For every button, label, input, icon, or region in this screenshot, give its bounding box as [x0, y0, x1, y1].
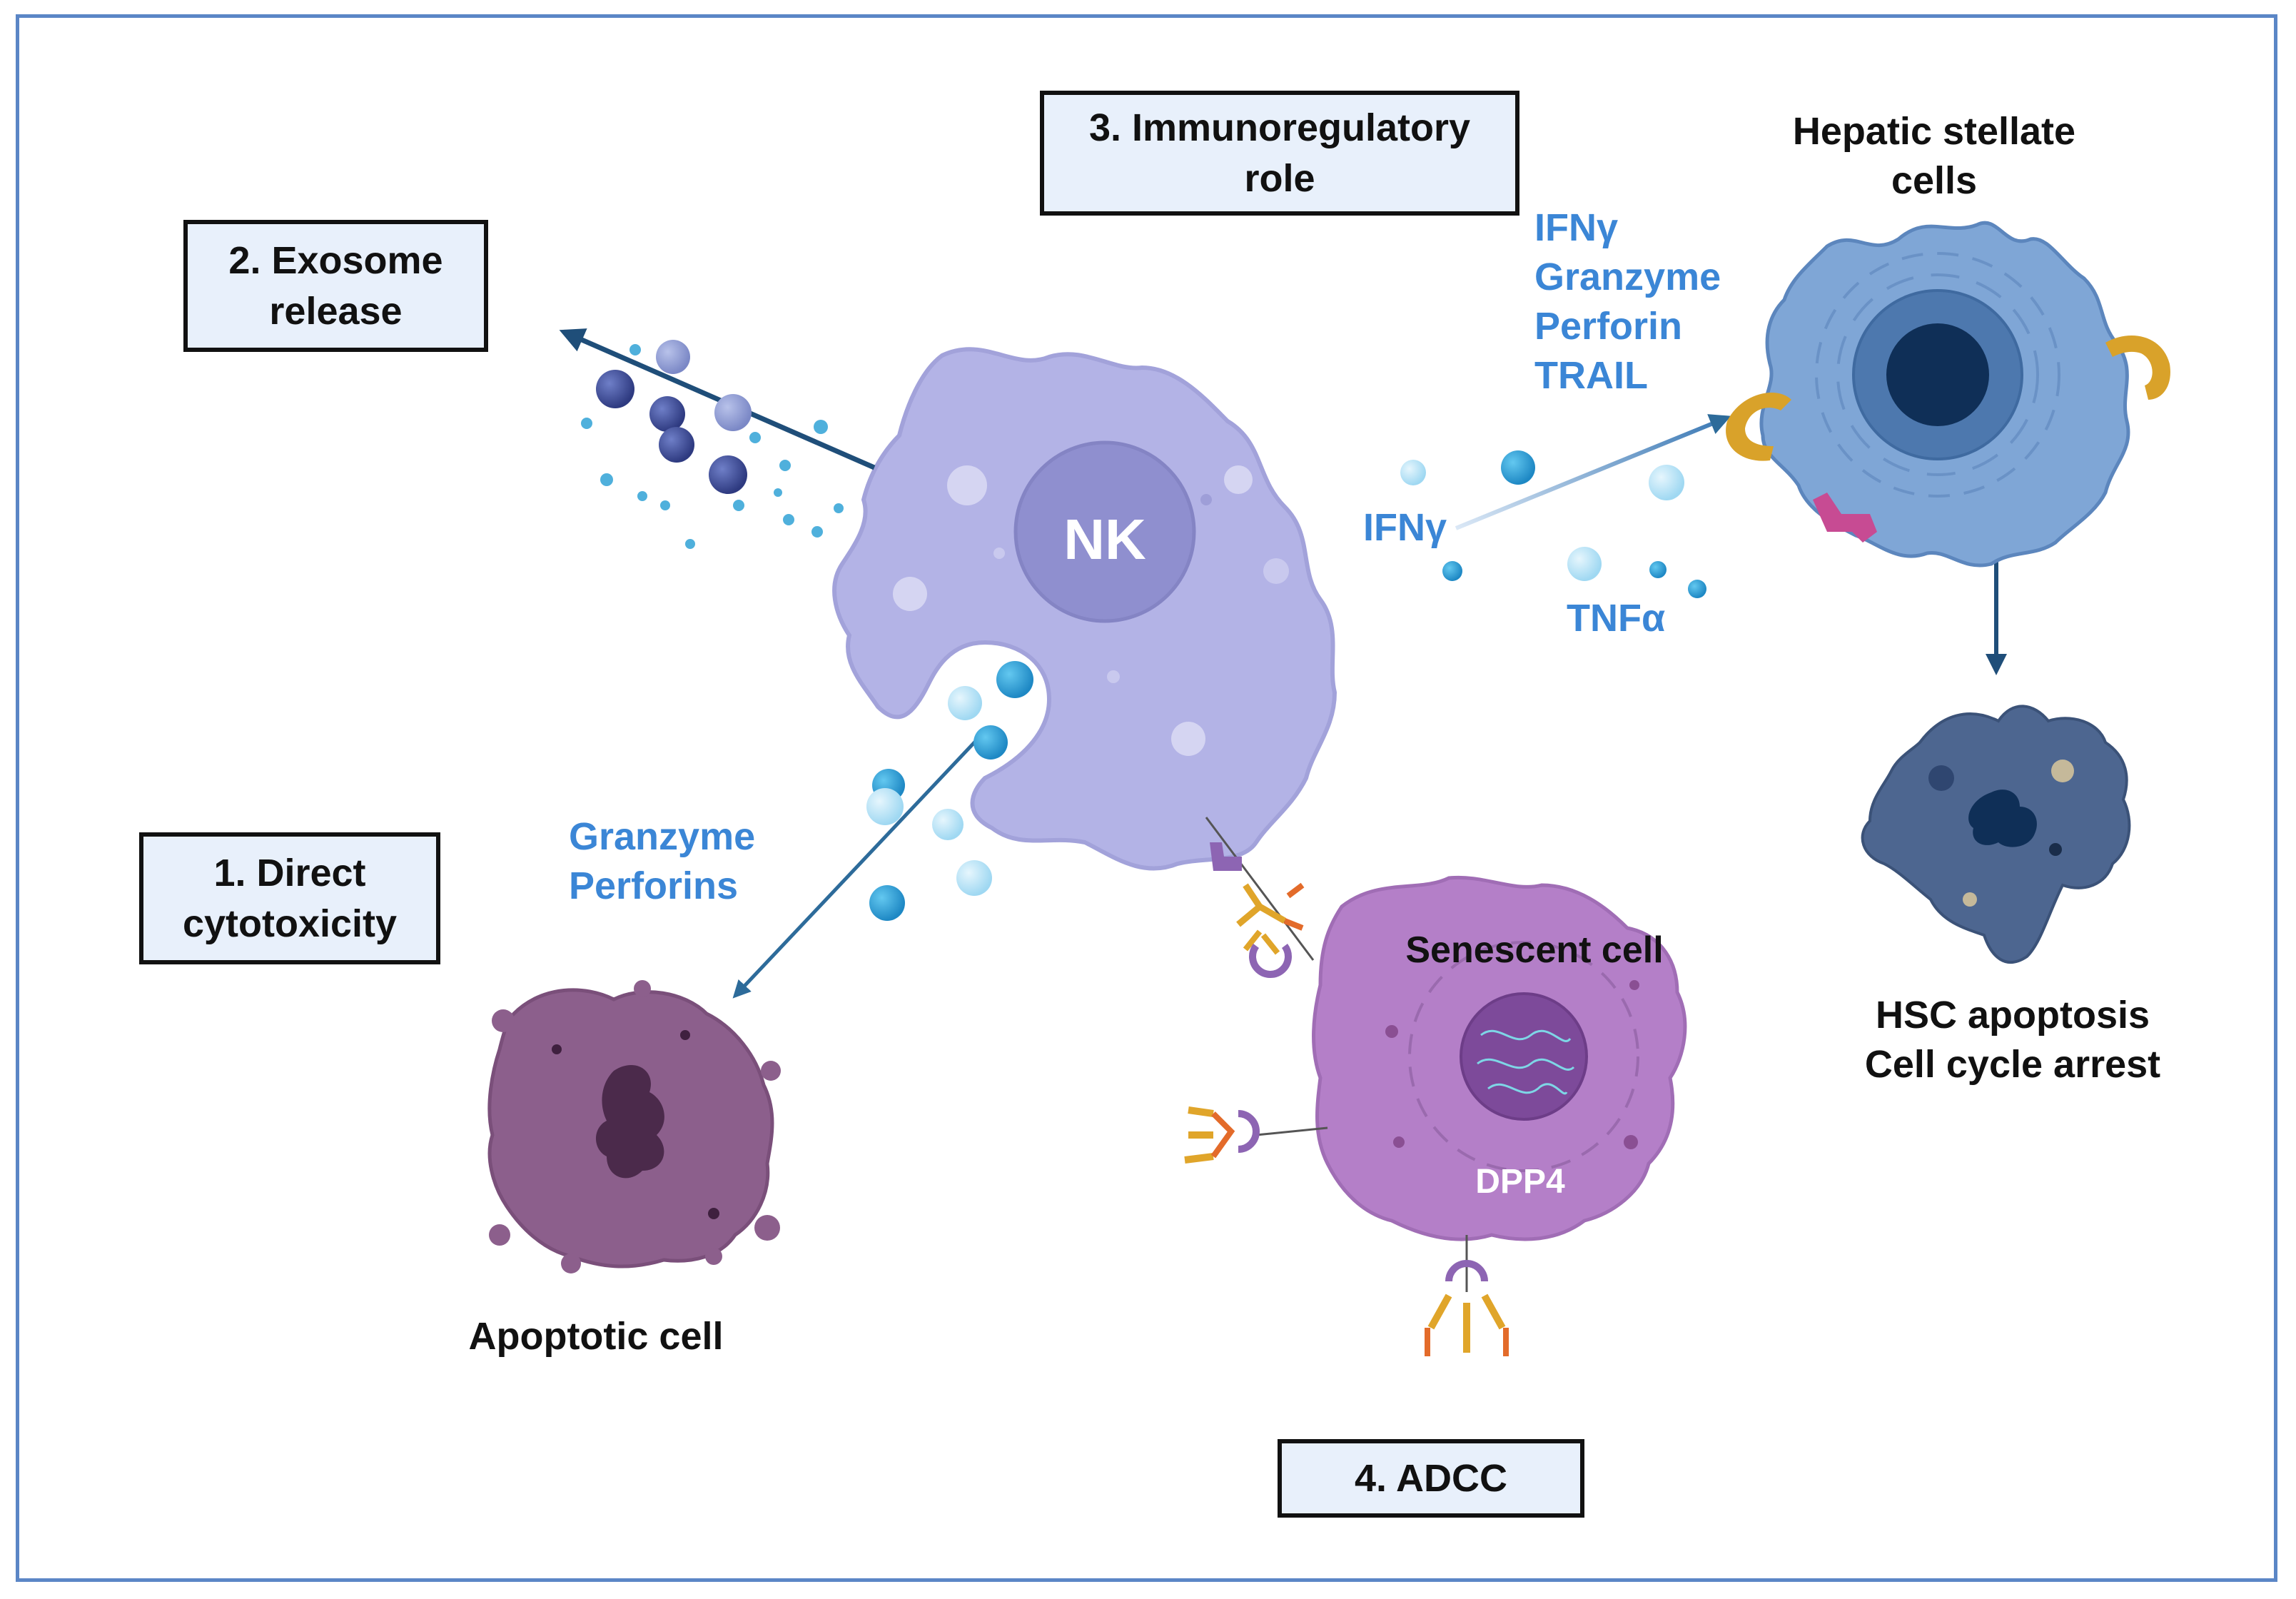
label-adcc: 4. ADCC	[1278, 1439, 1584, 1518]
antibody-links	[1184, 817, 1509, 1356]
hepatic-stellate-label: Hepatic stellate cells	[1792, 110, 2076, 203]
hepatic-stellate-cell	[1726, 221, 2170, 568]
granule-particles	[866, 661, 1033, 921]
label-direct-cytotoxicity: 1. Direct cytotoxicity	[139, 832, 440, 964]
ifng-label: IFNγ	[1363, 506, 1447, 549]
dpp4-label: DPP4	[1475, 1163, 1565, 1201]
senescent-cell-label: Senescent cell	[1405, 929, 1664, 971]
label-immunoregulatory-role: 3. Immunoregulatory role	[1040, 91, 1519, 216]
apoptotic-cell	[487, 980, 781, 1273]
cytokine-particles	[1400, 450, 1706, 598]
hsc-outcome-label: HSC apoptosis Cell cycle arrest	[1864, 994, 2161, 1086]
nk-label: NK	[1063, 508, 1146, 571]
label-exosome-release: 2. Exosome release	[183, 220, 488, 352]
tnfa-label: TNFα	[1567, 597, 1666, 640]
nk-cell	[832, 347, 1337, 871]
figure-frame	[16, 14, 2277, 1582]
granzyme-perforins-label: Granzyme Perforins	[569, 815, 756, 908]
hsc-factors-label: IFNγ Granzyme Perforin TRAIL	[1534, 206, 1721, 398]
exosome-particles	[581, 340, 844, 549]
senescent-cell	[1312, 875, 1687, 1241]
apoptotic-hsc	[1861, 705, 2131, 964]
apoptotic-cell-label: Apoptotic cell	[468, 1315, 724, 1358]
